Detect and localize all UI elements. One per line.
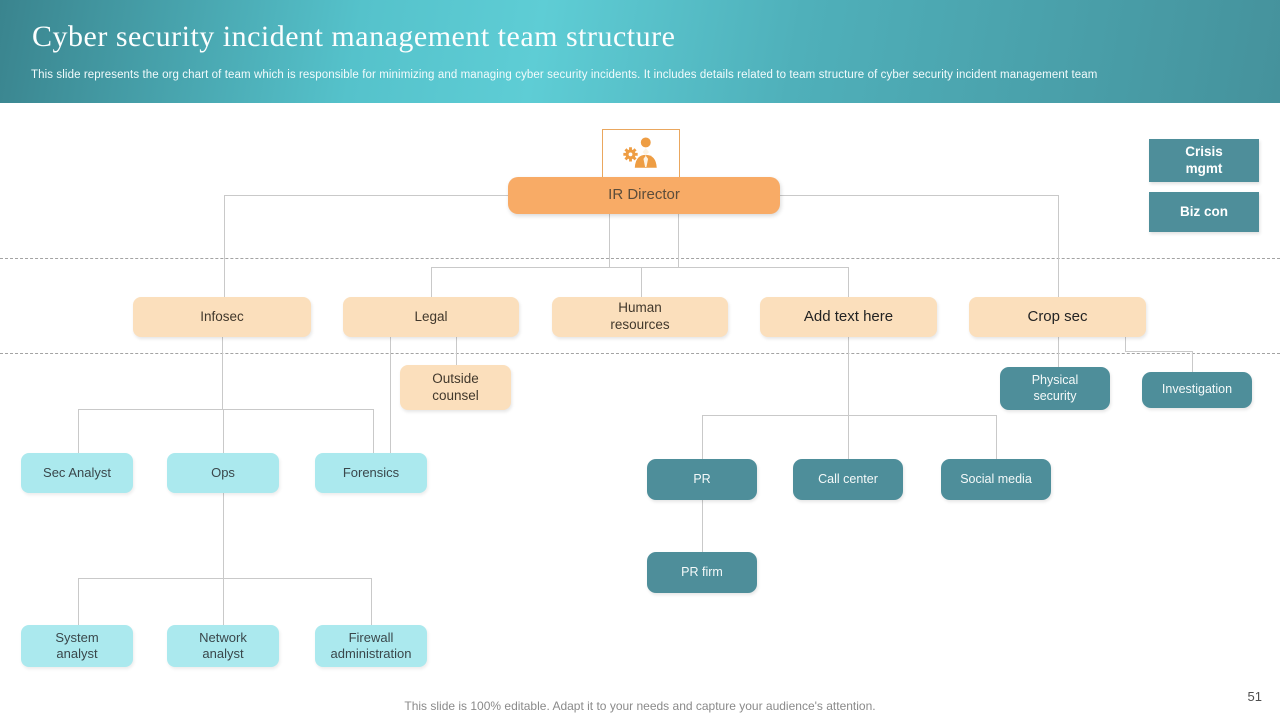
connector xyxy=(223,409,224,453)
org-node-investigation: Investigation xyxy=(1142,372,1252,408)
connector xyxy=(224,195,508,196)
connector xyxy=(848,267,849,297)
org-node-label: Add text here xyxy=(803,307,894,325)
org-node-label: Call center xyxy=(818,471,878,486)
org-node-label: Infosec xyxy=(200,308,244,324)
org-node-label: Legal xyxy=(414,308,448,324)
connector xyxy=(1192,351,1193,372)
org-node-system-analyst: System analyst xyxy=(21,625,133,667)
org-node-label: Firewall administration xyxy=(330,629,412,661)
org-node-pr-firm: PR firm xyxy=(647,552,757,593)
org-node-label: Investigation xyxy=(1161,382,1233,397)
connector xyxy=(780,195,1058,196)
org-node-call-center: Call center xyxy=(793,459,903,500)
org-node-label: Sec Analyst xyxy=(43,464,111,480)
connector xyxy=(223,493,224,578)
connector xyxy=(78,409,79,453)
org-node-firewall-administration: Firewall administration xyxy=(315,625,427,667)
org-node-pr: PR xyxy=(647,459,757,500)
connector xyxy=(224,195,225,297)
root-icon-frame xyxy=(602,129,680,179)
org-node-label: Social media xyxy=(960,471,1032,486)
org-node-biz-con: Biz con xyxy=(1149,192,1259,232)
org-node-label: PR xyxy=(693,471,711,486)
connector xyxy=(1125,337,1126,352)
manager-gear-icon xyxy=(620,135,662,173)
connector xyxy=(222,337,223,409)
connector xyxy=(848,415,849,459)
org-node-label: Outside counsel xyxy=(432,370,479,403)
org-node-outside-counsel: Outside counsel xyxy=(400,365,511,410)
connector xyxy=(848,337,849,415)
org-node-label: IR Director xyxy=(608,186,680,204)
org-node-ops: Ops xyxy=(167,453,279,493)
connector xyxy=(373,409,374,453)
org-node-label: Ops xyxy=(211,464,235,480)
org-node-label: Forensics xyxy=(342,464,400,480)
footer-note: This slide is 100% editable. Adapt it to… xyxy=(404,699,876,713)
org-node-infosec: Infosec xyxy=(133,297,311,337)
connector xyxy=(1058,337,1059,367)
org-node-human-resources: Human resources xyxy=(552,297,728,337)
connector xyxy=(678,214,679,267)
org-node-label: System analyst xyxy=(55,629,99,661)
connector xyxy=(1125,351,1192,352)
connector xyxy=(702,500,703,552)
connector xyxy=(78,578,371,579)
org-node-label: Crop sec xyxy=(1027,307,1088,325)
slide-header: Cyber security incident management team … xyxy=(0,0,1280,103)
org-node-physical-security: Physical security xyxy=(1000,367,1110,410)
org-node-ir-director: IR Director xyxy=(508,177,780,214)
org-node-add-text-here: Add text here xyxy=(760,297,937,337)
connector xyxy=(390,337,391,453)
connector xyxy=(702,415,703,459)
page-number: 51 xyxy=(1247,689,1262,704)
org-node-label: Physical security xyxy=(1031,372,1079,403)
connector xyxy=(641,267,642,297)
page-subtitle: This slide represents the org chart of t… xyxy=(31,69,1098,81)
connector xyxy=(371,578,372,625)
connector xyxy=(609,214,610,267)
org-node-forensics: Forensics xyxy=(315,453,427,493)
org-node-legal: Legal xyxy=(343,297,519,337)
connector xyxy=(431,267,432,297)
org-node-crisis-mgmt: Crisis mgmt xyxy=(1149,139,1259,182)
org-node-label: Network analyst xyxy=(199,629,247,661)
org-node-label: Biz con xyxy=(1179,203,1228,219)
connector xyxy=(223,578,224,625)
connector xyxy=(996,415,997,459)
connector xyxy=(702,415,996,416)
page-title: Cyber security incident management team … xyxy=(32,20,676,53)
connector xyxy=(431,267,848,268)
dashed-divider-bottom xyxy=(0,353,1280,354)
org-node-crop-sec: Crop sec xyxy=(969,297,1146,337)
connector xyxy=(456,337,457,365)
connector xyxy=(78,409,373,410)
org-node-network-analyst: Network analyst xyxy=(167,625,279,667)
org-node-label: Human resources xyxy=(610,300,670,332)
org-node-social-media: Social media xyxy=(941,459,1051,500)
org-node-label: Crisis mgmt xyxy=(1185,143,1223,176)
dashed-divider-top xyxy=(0,258,1280,259)
org-node-label: PR firm xyxy=(681,564,723,579)
org-node-sec-analyst: Sec Analyst xyxy=(21,453,133,493)
connector xyxy=(78,578,79,625)
connector xyxy=(1058,195,1059,297)
